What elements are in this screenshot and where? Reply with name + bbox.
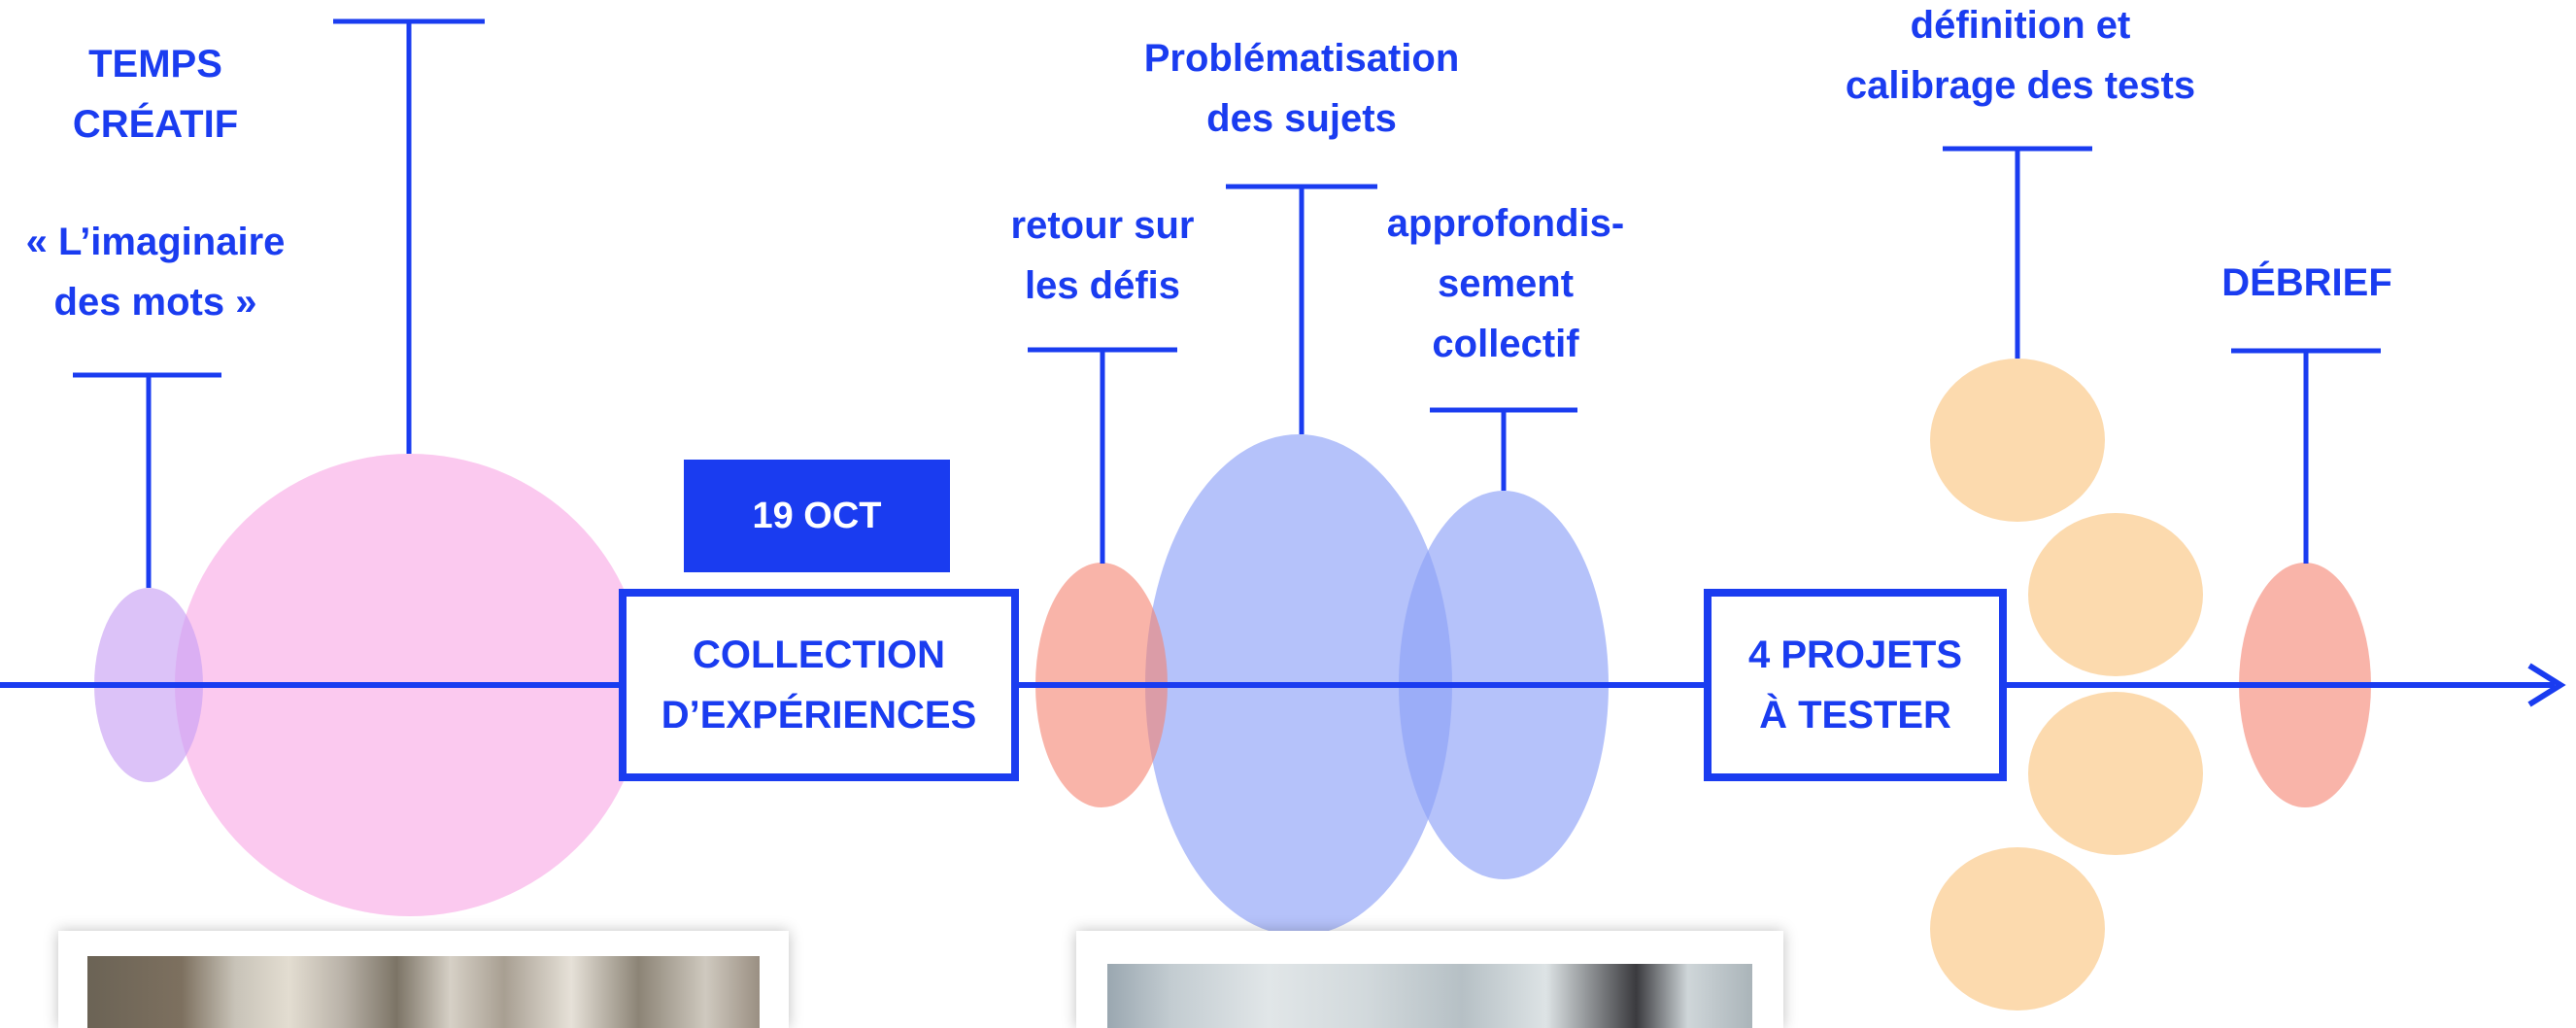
label-temps-creatif: TEMPS CRÉATIF bbox=[39, 34, 272, 154]
label-imaginaire-line2: des mots » bbox=[53, 281, 257, 324]
label-debrief-line1: DÉBRIEF bbox=[2221, 261, 2392, 304]
projects-box: 4 PROJETS À TESTER bbox=[1704, 589, 2007, 781]
collection-box-line1: COLLECTION bbox=[693, 634, 945, 676]
label-definition-line2: calibrage des tests bbox=[1845, 64, 2196, 107]
marker-temps-creatif bbox=[333, 18, 485, 454]
collection-box: COLLECTION D’EXPÉRIENCES bbox=[619, 589, 1019, 781]
label-approfondissement-line3: collectif bbox=[1432, 323, 1579, 365]
collection-box-line2: D’EXPÉRIENCES bbox=[661, 694, 977, 737]
label-approfondissement: approfondis- sement collectif bbox=[1360, 193, 1651, 374]
test-circle-1 bbox=[1930, 359, 2105, 522]
label-problematisation-line2: des sujets bbox=[1206, 97, 1397, 140]
label-problematisation: Problématisation des sujets bbox=[1107, 28, 1496, 149]
photo-left bbox=[87, 956, 760, 1028]
label-problematisation-line1: Problématisation bbox=[1143, 37, 1460, 80]
photo-card-right bbox=[1076, 931, 1783, 1028]
marker-approfondissement bbox=[1430, 407, 1577, 491]
photo-right bbox=[1107, 964, 1752, 1028]
marker-imaginaire bbox=[73, 372, 221, 588]
label-imaginaire-line1: « L’imaginaire bbox=[25, 221, 286, 263]
arrow-right-icon bbox=[2527, 663, 2566, 707]
label-retour-line1: retour sur bbox=[1010, 204, 1195, 247]
test-circle-3 bbox=[2028, 692, 2203, 855]
marker-definition bbox=[1943, 146, 2092, 359]
label-definition-line1: définition et bbox=[1910, 4, 2131, 47]
label-approfondissement-line1: approfondis- bbox=[1386, 202, 1625, 245]
marker-problematisation bbox=[1226, 184, 1377, 434]
label-definition: définition et calibrage des tests bbox=[1816, 0, 2224, 116]
projects-box-line1: 4 PROJETS bbox=[1747, 634, 1963, 676]
test-circle-2 bbox=[2028, 513, 2203, 676]
label-imaginaire: « L’imaginaire des mots » bbox=[0, 212, 311, 332]
photo-card-left bbox=[58, 931, 789, 1028]
label-temps-creatif-line2: CRÉATIF bbox=[72, 103, 239, 146]
label-retour: retour sur les défis bbox=[971, 195, 1234, 316]
label-temps-creatif-line1: TEMPS bbox=[88, 43, 222, 86]
date-tag: 19 OCT bbox=[684, 460, 950, 572]
marker-retour bbox=[1028, 347, 1177, 564]
label-debrief: DÉBRIEF bbox=[2176, 253, 2438, 313]
label-approfondissement-line2: sement bbox=[1437, 262, 1575, 305]
test-circle-4 bbox=[1930, 847, 2105, 1011]
marker-debrief bbox=[2231, 348, 2381, 564]
label-retour-line2: les défis bbox=[1024, 264, 1181, 307]
projects-box-line2: À TESTER bbox=[1759, 694, 1951, 737]
